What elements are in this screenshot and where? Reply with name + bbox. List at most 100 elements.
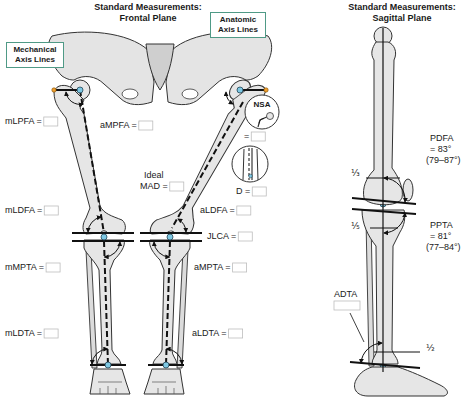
d-inset-circle [232,146,268,182]
angle-arc [92,349,108,364]
joint-line [72,240,134,242]
fraction-mark: ⅓ [351,168,360,179]
angle-arc [361,343,382,363]
measure-label: ADTA [334,289,357,300]
nsa-inset-circle: NSA [244,94,280,130]
d-inset-circle [232,146,268,182]
answer-blank [139,121,153,130]
mechanical-axis-line [80,90,104,233]
sagittal-axis-line [366,178,400,179]
joint-center-dot [237,87,243,93]
joint-line [140,232,202,234]
joint-line [72,232,134,234]
axis-key-box: Mechanical Axis Lines [6,42,64,68]
mechanical-axis-line [80,90,108,365]
anatomic-axis-line [166,241,170,365]
answer-blank [44,329,58,338]
answer-blank [252,187,266,196]
pelvis [146,44,174,90]
measure-label: aLDTA = [192,328,227,339]
answer-blank [44,117,360,338]
landmark-dot [52,88,56,92]
answer-blank [238,232,252,241]
sagittal-axis-line [350,313,364,342]
d-inset-circle [249,174,253,178]
measure-label: aMPFA = [100,120,137,131]
plane-heading: Standard Measurements: [348,2,456,13]
sagittal-leg [403,179,413,201]
measure-label: aLDFA = [200,205,235,216]
joint-center-dot [77,87,83,93]
angle-arc [167,349,183,364]
angle-arc [66,92,233,364]
angle-arc [105,242,121,257]
sagittal-leg [355,27,448,396]
sagittal-axis-line [352,209,416,214]
sagittal-axis-line [370,228,398,229]
sagittal-axis-line [374,352,420,353]
measure-label: PDFA [430,133,454,144]
femoral-head-sketch [267,113,274,120]
sagittal-axis-line [350,28,420,372]
measure-label: (79–87°) [426,155,461,166]
sagittal-axis-line [352,198,416,204]
plane-heading: Sagittal Plane [372,13,431,24]
d-inset-circle [243,149,258,180]
measure-label: PPTA [430,220,453,231]
answer-blank [251,132,265,141]
frontal-legs [54,80,125,234]
joint-line [140,240,202,242]
box-text: NSA [244,94,280,110]
measure-label: aMPTA = [194,262,231,273]
angle-arc [384,178,405,202]
answer-blank [233,263,247,272]
inset-outline [244,94,280,130]
angle-arc [154,242,170,257]
mechanical-axis-line [104,241,108,365]
landmark-dot [52,88,268,92]
angle-arc [88,217,101,232]
joint-center-dot [77,33,386,368]
angle-arc [384,213,405,233]
frontal-legs [144,240,190,394]
sagittal-leg [355,367,448,396]
answer-blank [334,301,360,310]
sagittal-axis-line [350,362,420,368]
frontal-legs [54,80,269,394]
landmark-dot [264,88,268,92]
inset-outline [245,95,279,129]
measure-label: = 83° [430,144,451,155]
joint-center-dot [163,362,169,368]
fraction-mark: ½ [426,343,435,354]
frontal-legs [84,240,130,394]
angle-arc [178,219,186,232]
angle-arc [66,92,83,104]
angle-arc [226,92,233,104]
measure-label: = 81° [430,231,451,242]
angle-arc [361,178,405,363]
measure-label: (77–84°) [426,242,461,253]
measure-label: mLDTA = [5,328,42,339]
measure-label: mLPFA = [5,116,42,127]
answer-blank [44,206,58,215]
joint-center-dot [105,362,111,368]
answer-blank [237,206,251,215]
answer-blank [44,117,58,126]
joint-line [240,89,266,91]
measure-label: = [244,131,249,142]
joint-line [54,90,266,365]
axis-key-box: Anatomic Axis Lines [210,12,266,38]
box-text: Mechanical Axis Lines [10,45,60,65]
fraction-mark: ⅕ [351,221,360,232]
plane-heading: Frontal Plane [119,13,176,24]
measure-label: Ideal [144,170,164,181]
measure-label: MAD = [140,181,168,192]
measure-label: mMPTA = [5,262,44,273]
answer-blank [170,182,184,191]
measure-label: mLDFA = [5,205,42,216]
plane-heading: Standard Measurements: [94,2,202,13]
joint-center-dot [101,234,107,240]
angle-arc [259,119,264,124]
